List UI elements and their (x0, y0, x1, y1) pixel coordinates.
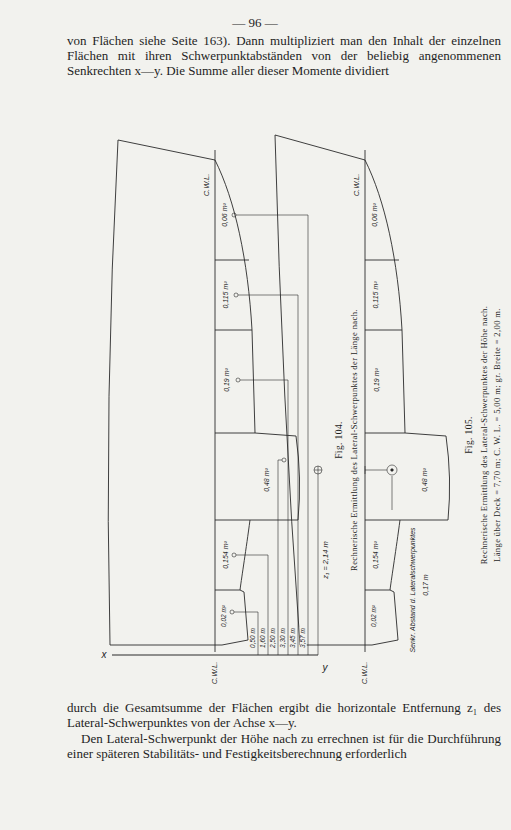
waterline-label: C.W.L. (361, 661, 369, 686)
area-value: 0,19 m² (373, 367, 380, 393)
body-text: von Flächen siehe Seite 163). Dann multi… (67, 33, 501, 78)
dimension-value: z₁ = 2,14 m (322, 540, 330, 580)
dimension-value: 0,50 m (250, 627, 257, 649)
area-value: 0,02 m² (221, 604, 228, 628)
axis-letter: x (102, 650, 107, 660)
dimension-value: 0,17 m (422, 573, 429, 596)
figure-caption: Rechnerische Ermittlung des Lateral-Schw… (480, 305, 489, 566)
area-value: 0,115 m² (222, 280, 229, 309)
waterline-label: C.W.L. (203, 173, 211, 198)
hull-profile-height (275, 135, 450, 652)
area-value: 0,48 m² (421, 467, 428, 493)
figure-number: Fig. 104. (335, 420, 345, 460)
area-value: 0,48 m² (263, 467, 270, 493)
area-value: 0,02 m² (371, 604, 378, 628)
area-value: 0,06 m² (221, 202, 228, 228)
figure-caption: Länge über Deck = 7,70 m; C. W. L. = 5,0… (493, 307, 502, 563)
dimension-value: 3,57 m (300, 627, 307, 649)
dimension-note: Senkr. Abstand d. Lateralschwerpunktes (409, 526, 416, 653)
figure-number: Fig. 105. (465, 415, 475, 455)
dimension-value: 3,45 m (290, 627, 297, 649)
area-value: 0,115 m² (372, 280, 379, 309)
waterline-label: C.W.L. (211, 661, 219, 686)
body-text: durch die Gesamtsumme der Flächen ergibt… (67, 700, 501, 730)
area-value: 0,06 m² (371, 202, 378, 228)
area-value: 0,19 m² (223, 367, 230, 393)
body-text: Den Lateral-Schwerpunkt der Höhe nach zu… (67, 731, 501, 761)
figure-caption: Rechnerische Ermittlung des Lateral-Schw… (350, 308, 359, 572)
waterline-label: C.W.L. (353, 173, 361, 198)
area-value: 0,154 m² (372, 540, 379, 570)
dimension-value: 3,30 m (280, 627, 287, 649)
axis-letter: y (323, 663, 328, 673)
hull-profile-length (108, 140, 322, 655)
dimension-value: 2,50 m (270, 627, 277, 649)
page-number: — 96 — (232, 16, 278, 29)
dimension-value: 1,60 m (260, 627, 267, 649)
area-value: 0,154 m² (222, 540, 229, 570)
